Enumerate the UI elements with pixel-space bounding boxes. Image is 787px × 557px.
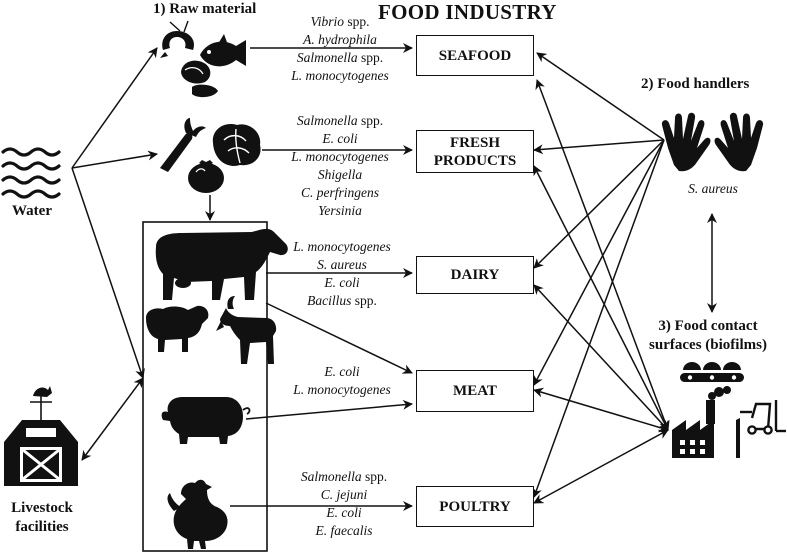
pathogen-name: Bacillus: [307, 293, 352, 308]
seafood-label: SEAFOOD: [438, 47, 512, 64]
pathogen-line: L. monocytogenes: [272, 67, 408, 85]
pathogen-name: L. monocytogenes: [291, 68, 389, 83]
factory-icon: [672, 386, 740, 458]
pathogen-name: Salmonella: [296, 113, 358, 128]
pathogen-line: Salmonella spp.: [282, 468, 406, 486]
water-label: Water: [12, 203, 52, 219]
pathogen-name: Yersinia: [318, 203, 362, 218]
water-waves-icon: [1, 147, 61, 199]
pathogen-name: E. coli: [324, 275, 360, 290]
pathogen-line: E. coli: [272, 363, 412, 381]
dairy-label: DAIRY: [450, 267, 500, 283]
fresh-products-line-1: FRESH: [449, 134, 500, 151]
barn-icon: [4, 420, 78, 486]
poultry-label: POULTRY: [439, 498, 511, 515]
pathogen-name: Shigella: [317, 167, 363, 182]
pathogen-line: E. coli: [270, 130, 410, 148]
diagram-title: FOOD INDUSTRY: [378, 0, 557, 24]
pathogen-line: S. aureus: [276, 256, 408, 274]
pathogen-name: Salmonella: [296, 50, 358, 65]
pathogen-name: Salmonella: [300, 469, 362, 484]
goat-icon: [216, 296, 277, 364]
livestock-facilities-label: Livestock facilities: [0, 499, 84, 537]
pathogen-line: E. coli: [276, 274, 408, 292]
carrot-icon: [160, 118, 206, 172]
food-contact-surfaces-label: 3) Food contact surfaces (biofilms): [628, 317, 787, 355]
pathogen-name: E. faecalis: [315, 523, 373, 538]
lettuce-icon: [212, 124, 261, 166]
pathogen-name: C. jejuni: [320, 487, 368, 502]
food-contact-line-1: 3) Food contact: [658, 318, 758, 334]
pathogen-line: Vibrio spp.: [272, 13, 408, 31]
pathogen-line: L. monocytogenes: [272, 381, 412, 399]
chicken-icon: [167, 479, 228, 549]
shrimp-icon: [160, 20, 195, 58]
weathervane-icon: [30, 386, 52, 420]
pathogen-suffix: spp.: [357, 50, 384, 65]
poultry-box: POULTRY: [416, 486, 534, 527]
meat-label: MEAT: [453, 383, 497, 399]
raw-material-label: 1) Raw material: [153, 1, 257, 17]
pathogen-suffix: spp.: [351, 293, 377, 308]
meat-box: MEAT: [416, 370, 534, 412]
forklift-icon: [740, 400, 786, 435]
pathogen-line: Yersinia: [270, 202, 410, 220]
livestock-line-2: facilities: [15, 519, 69, 535]
pathogen-name: C. perfringens: [300, 185, 379, 200]
pathogen-line: Bacillus spp.: [276, 292, 408, 310]
pathogen-name: S. aureus: [317, 257, 367, 272]
fish-icon: [200, 34, 246, 67]
pathogen-line: Salmonella spp.: [272, 49, 408, 67]
food-handlers-label: 2) Food handlers: [641, 76, 750, 92]
livestock-line-1: Livestock: [11, 500, 73, 516]
seafood-box: SEAFOOD: [416, 35, 534, 76]
pathogen-name: S. aureus: [688, 181, 738, 196]
pathogen-line: C. perfringens: [270, 184, 410, 202]
pathogen-name: E. coli: [326, 505, 362, 520]
pathogen-name: L. monocytogenes: [293, 239, 391, 254]
pathogen-line: C. jejuni: [282, 486, 406, 504]
food-contact-line-2: surfaces (biofilms): [649, 337, 767, 353]
hands-icon: [661, 112, 764, 172]
pathogen-line: L. monocytogenes: [276, 238, 408, 256]
pathogen-line: Shigella: [270, 166, 410, 184]
pathogen-name: L. monocytogenes: [293, 382, 391, 397]
pathogen-line: E. coli: [282, 504, 406, 522]
pathogen-line: S. aureus: [666, 180, 760, 198]
pathogen-name: Vibrio: [310, 14, 344, 29]
pathogen-name: E. coli: [324, 364, 360, 379]
cow-icon: [155, 228, 288, 300]
pathogen-suffix: spp.: [361, 469, 388, 484]
meat-pathogens: E. coli L. monocytogenes: [272, 363, 412, 399]
mussel-icon: [181, 60, 218, 98]
pathogen-suffix: spp.: [357, 113, 384, 128]
pathogen-line: L. monocytogenes: [270, 148, 410, 166]
pathogen-suffix: spp.: [343, 14, 370, 29]
sheep-icon: [146, 305, 209, 352]
pathogen-name: E. coli: [322, 131, 358, 146]
pathogen-line: A. hydrophila: [272, 31, 408, 49]
pathogen-name: A. hydrophila: [303, 32, 377, 47]
arrow-lines: [71, 43, 717, 511]
dairy-box: DAIRY: [416, 256, 534, 294]
pathogen-line: E. faecalis: [282, 522, 406, 540]
handlers-pathogens: S. aureus: [666, 180, 760, 198]
fresh-products-line-2: PRODUCTS: [433, 152, 517, 169]
pig-icon: [161, 397, 251, 444]
fresh-products-box: FRESH PRODUCTS: [416, 130, 534, 173]
tomato-icon: [188, 160, 224, 193]
pathogen-name: L. monocytogenes: [291, 149, 389, 164]
pathogen-line: Salmonella spp.: [270, 112, 410, 130]
conveyor-icon: [680, 362, 744, 382]
